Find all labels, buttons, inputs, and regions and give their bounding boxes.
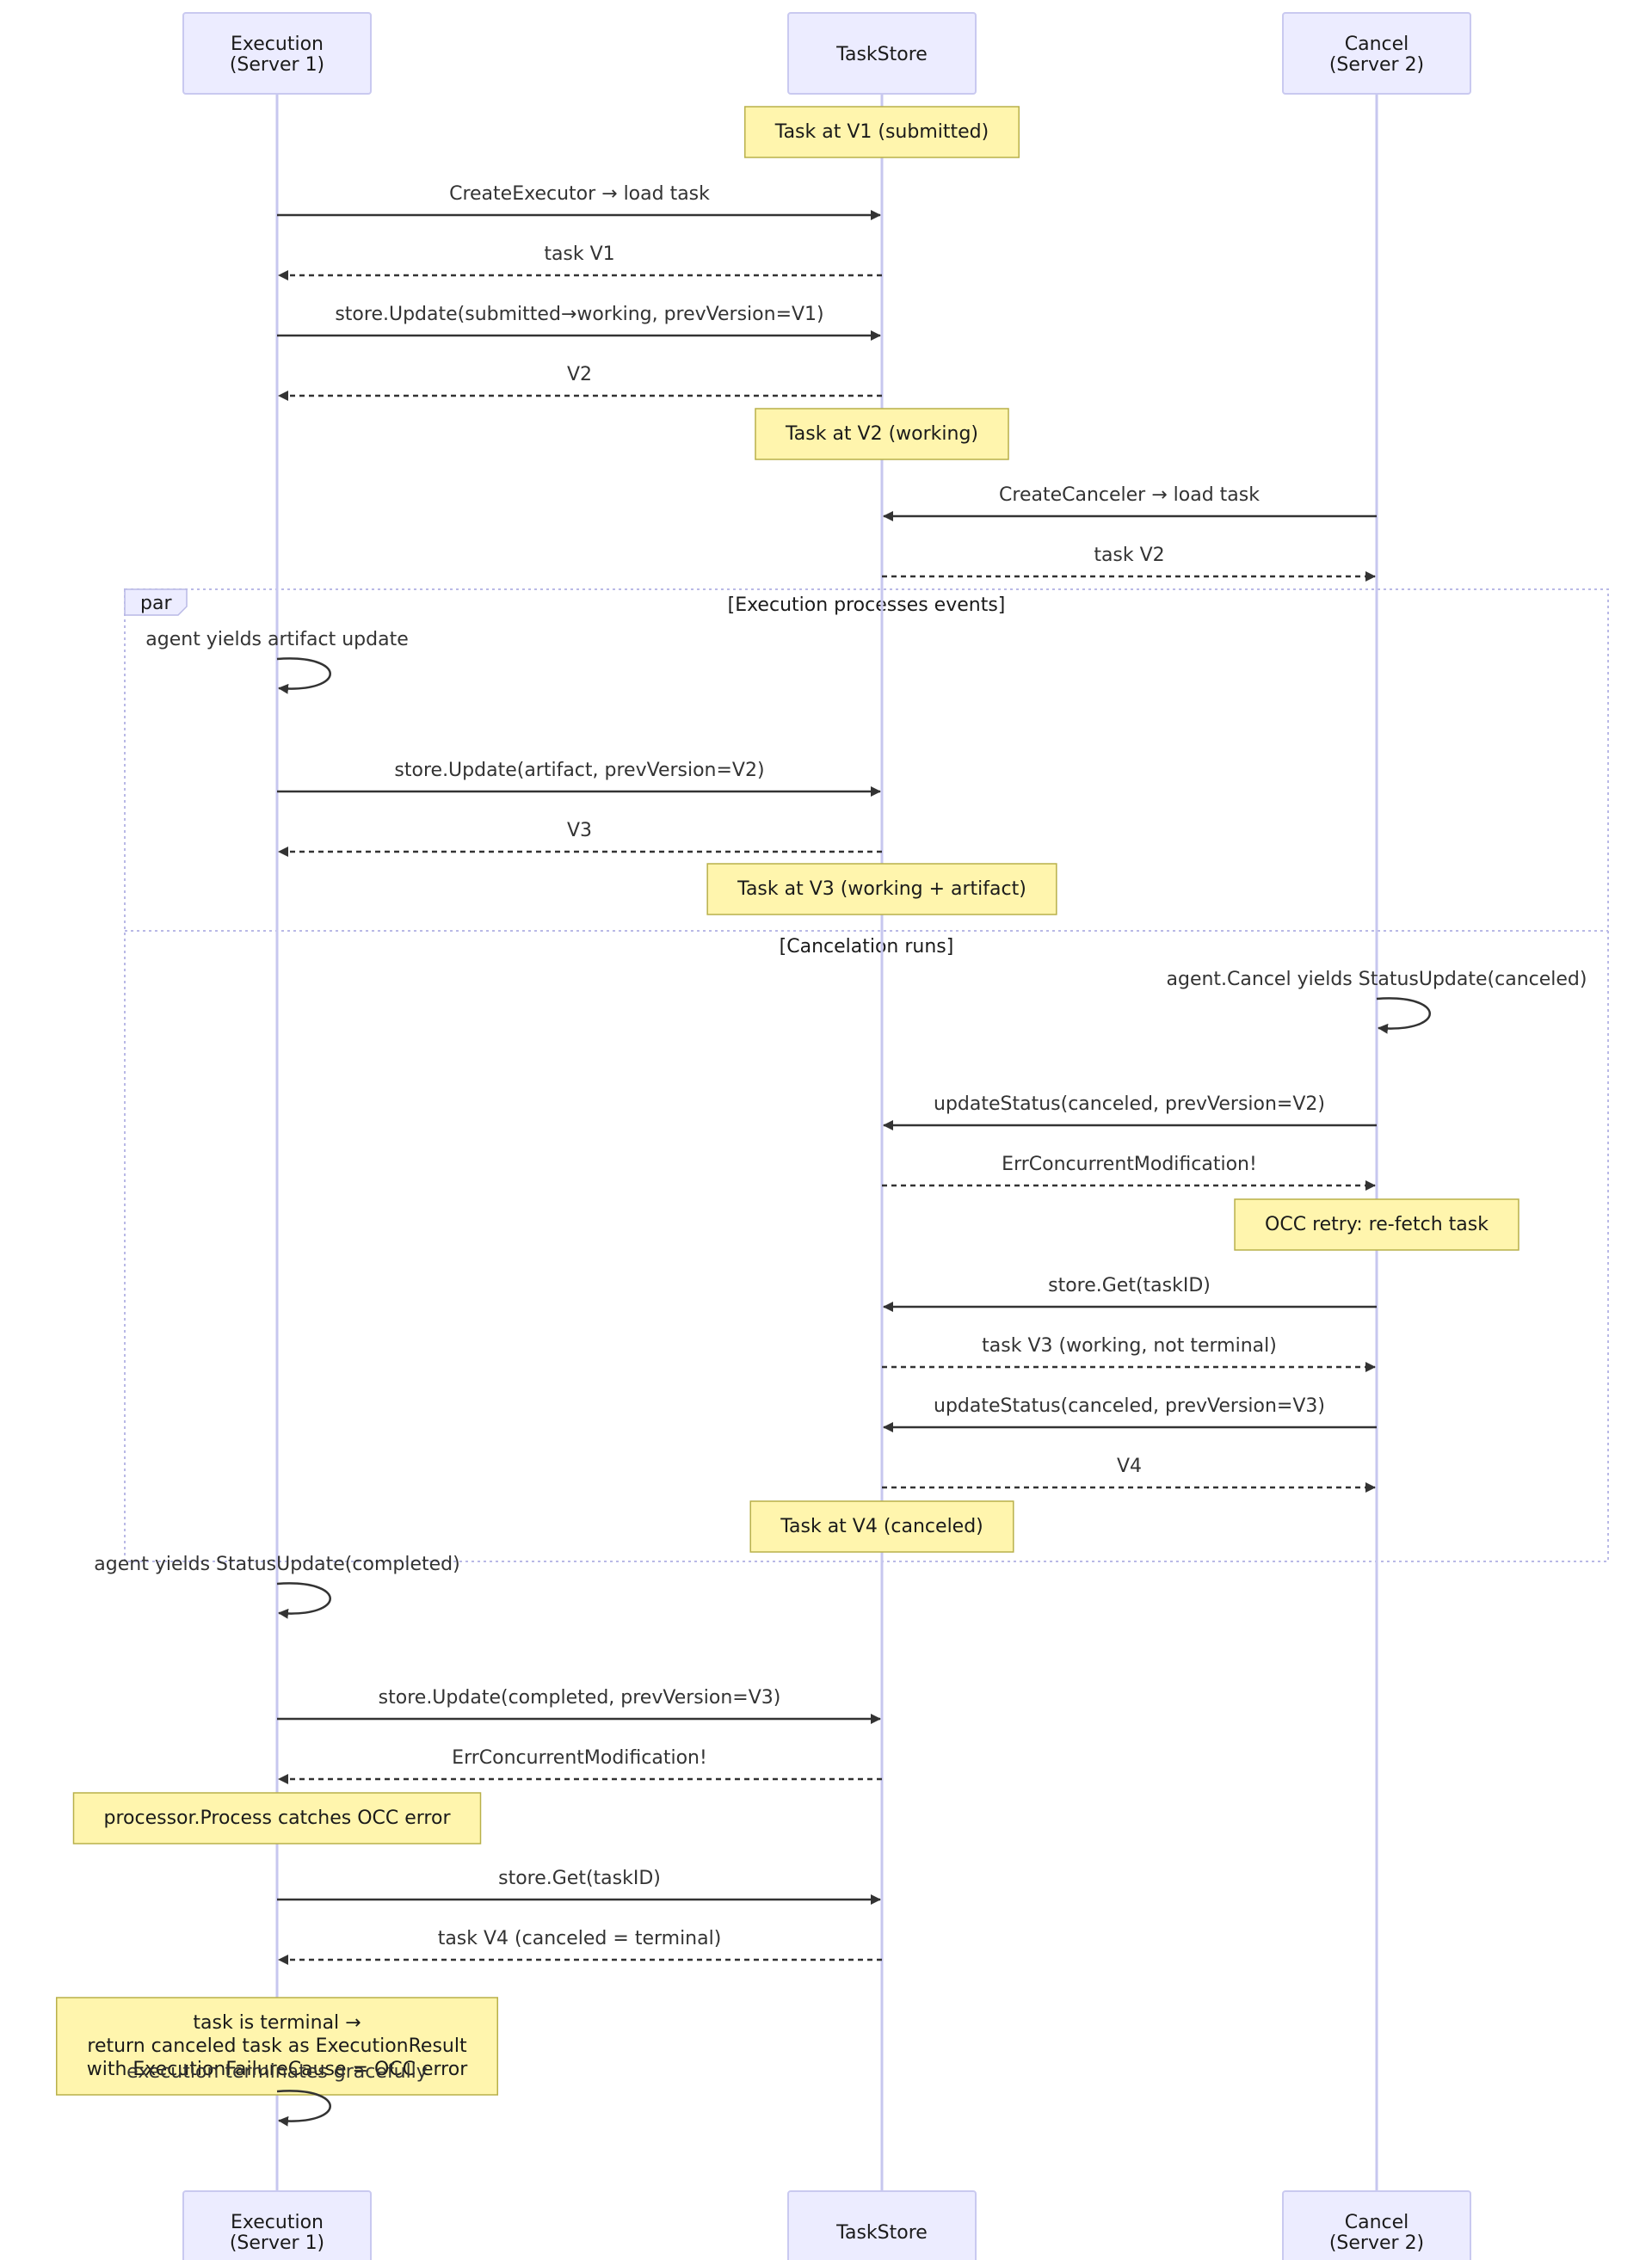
message: updateStatus(canceled, prevVersion=V3) [883,1395,1377,1432]
self-message-label: agent.Cancel yields StatusUpdate(cancele… [1167,969,1587,990]
message-label: task V2 [1094,545,1164,566]
self-message: agent.Cancel yields StatusUpdate(cancele… [1167,969,1587,1034]
message-label: task V3 (working, not terminal) [982,1335,1277,1357]
message: updateStatus(canceled, prevVersion=V2) [883,1093,1377,1130]
note-text: Task at V3 (working + artifact) [737,878,1026,900]
note-box [55,1997,499,2096]
message-label: store.Get(taskID) [1048,1275,1211,1296]
note: Task at V4 (canceled) [749,1500,1014,1553]
message-label: V3 [567,820,592,841]
note: Task at V3 (working + artifact) [706,863,1057,915]
note-text: Task at V2 (working) [785,423,978,445]
message: store.Get(taskID) [883,1275,1377,1312]
par-frame: par [Execution processes events] [Cancelat… [124,588,1609,1562]
actor-label: (Server 1) [230,2232,324,2254]
message-label: V2 [567,364,592,385]
message: V4 [882,1456,1376,1493]
message-label: CreateExecutor → load task [449,183,710,205]
message: store.Update(completed, prevVersion=V3) [277,1687,881,1724]
actor-store-bottom: TaskStore [787,2190,977,2260]
note: Task at V2 (working) [755,408,1009,460]
message-label: store.Update(completed, prevVersion=V3) [379,1687,781,1709]
note-text: Task at V4 (canceled) [780,1516,983,1537]
self-message: execution terminates gracefully [126,2061,428,2127]
actor-cancel-top: Cancel(Server 2) [1282,12,1471,95]
actor-label: (Server 1) [230,54,324,76]
self-message-arrow [276,1582,331,1619]
actor-label: Execution [231,34,324,55]
self-message-label: agent yields artifact update [145,629,408,650]
note: OCC retry: re-fetch task [1234,1198,1519,1251]
message-label: task V1 [544,243,614,265]
actor-label: TaskStore [835,44,928,65]
self-message: agent yields artifact update [145,629,409,694]
par-tab [124,588,188,616]
message: CreateExecutor → load task [277,183,881,220]
self-message-label: execution terminates gracefully [126,2061,428,2083]
actor-label: Execution [231,2212,324,2233]
message-label: CreateCanceler → load task [999,484,1260,506]
par-label: par [140,593,172,614]
note: Task at V1 (submitted) [744,106,1020,158]
message-label: ErrConcurrentModification! [452,1747,707,1769]
note-box [755,408,1009,460]
actor-store-top: TaskStore [787,12,977,95]
note-box [749,1500,1014,1553]
actor-label: (Server 2) [1329,54,1424,76]
message: store.Get(taskID) [277,1868,881,1905]
note-text: OCC retry: re-fetch task [1265,1214,1489,1235]
note-box [744,106,1020,158]
message-label: store.Get(taskID) [498,1868,661,1889]
note-text: with ExecutionFailureCause = OCC error [87,2059,468,2080]
actor-label: (Server 2) [1329,2232,1424,2254]
message: task V4 (canceled = terminal) [278,1928,882,1965]
message: ErrConcurrentModification! [882,1154,1376,1191]
self-message-label: agent yields StatusUpdate(completed) [94,1554,459,1575]
message-label: task V4 (canceled = terminal) [438,1928,722,1949]
note-box [706,863,1057,915]
message: V2 [278,364,882,401]
self-message-arrow [276,657,331,694]
note-text: processor.Process catches OCC error [104,1807,452,1829]
actor-exec-top: Execution(Server 1) [182,12,372,95]
message: V3 [278,820,882,857]
note-box [72,1792,482,1844]
note-text: Task at V1 (submitted) [774,121,989,143]
note-box [1234,1198,1519,1251]
note-text: return canceled task as ExecutionResult [87,2035,467,2057]
message-label: V4 [1117,1456,1142,1477]
message: task V1 [278,243,882,280]
actor-exec-bottom: Execution(Server 1) [182,2190,372,2260]
self-message-arrow [1376,997,1431,1034]
message: ErrConcurrentModification! [278,1747,882,1784]
message-label: ErrConcurrentModification! [1002,1154,1257,1175]
actor-label: TaskStore [835,2222,928,2244]
message-label: store.Update(artifact, prevVersion=V2) [394,760,764,781]
message: CreateCanceler → load task [883,484,1377,521]
message-label: updateStatus(canceled, prevVersion=V3) [934,1395,1325,1417]
message: task V3 (working, not terminal) [882,1335,1376,1372]
message: task V2 [882,545,1376,582]
actor-cancel-bottom: Cancel(Server 2) [1282,2190,1471,2260]
message: store.Update(artifact, prevVersion=V2) [277,760,881,797]
actor-label: Cancel [1345,2212,1409,2233]
note: processor.Process catches OCC error [72,1792,482,1844]
note: task is terminal →return canceled task a… [55,1997,499,2096]
message: store.Update(submitted→working, prevVers… [277,304,881,341]
actor-label: Cancel [1345,34,1409,55]
message-label: store.Update(submitted→working, prevVers… [335,304,823,325]
note-text: task is terminal → [193,2012,361,2034]
self-message: agent yields StatusUpdate(completed) [94,1554,460,1619]
par-section-label: [Cancelation runs] [780,936,954,958]
message-label: updateStatus(canceled, prevVersion=V2) [934,1093,1325,1115]
self-message-arrow [276,2090,331,2127]
par-section-label: [Execution processes events] [728,594,1006,616]
